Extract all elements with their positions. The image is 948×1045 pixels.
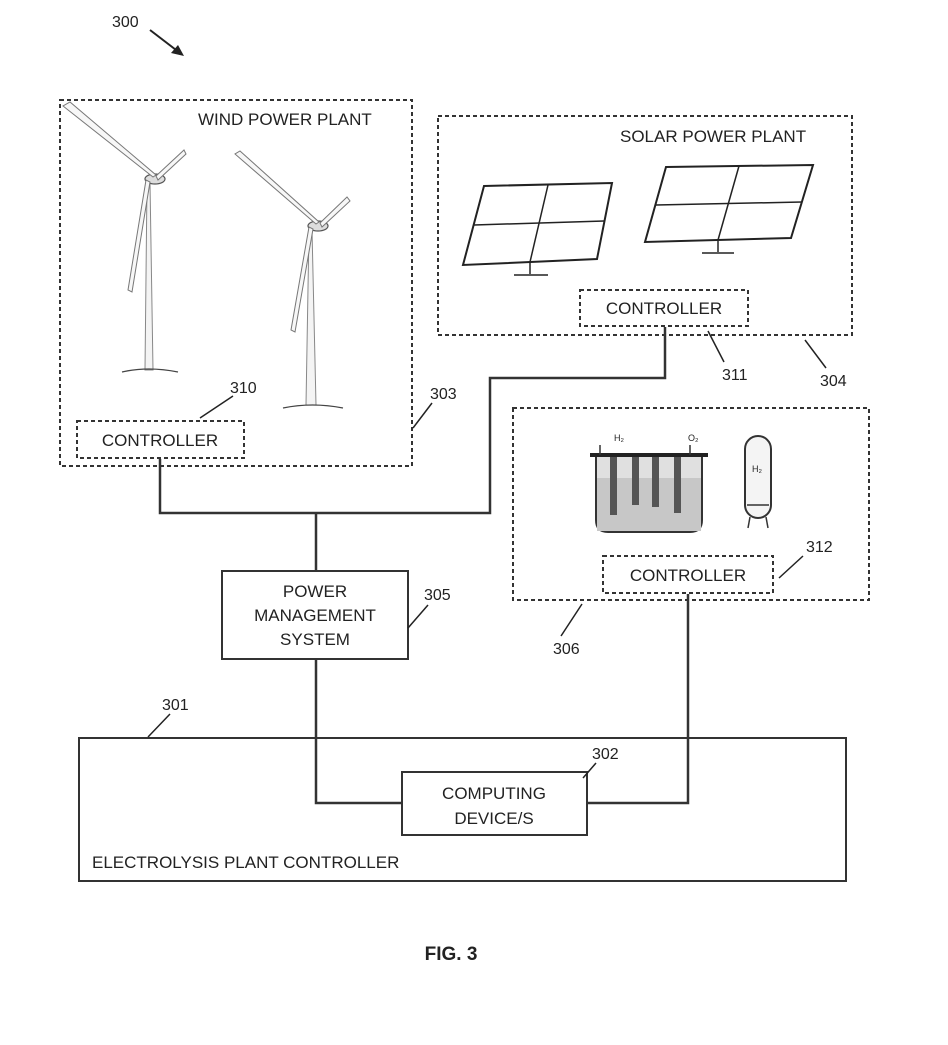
electrolysis-cell-icon: H₂ O₂	[590, 433, 708, 532]
pms-ref: 305	[424, 587, 451, 604]
solar-panel-1	[463, 183, 612, 275]
pms-leader	[408, 605, 428, 628]
electrolyzer-controller-leader	[779, 556, 803, 578]
tank-label: H₂	[752, 464, 762, 474]
plant-controller-label: ELECTROLYSIS PLANT CONTROLLER	[92, 853, 399, 872]
solar-plant-leader	[805, 340, 826, 368]
figure-ref-arrow	[150, 30, 184, 56]
wind-controller-label: CONTROLLER	[102, 431, 218, 450]
wind-turbine-1	[63, 102, 186, 372]
solar-plant-title: SOLAR POWER PLANT	[620, 127, 806, 146]
electrolyzer-controller-label: CONTROLLER	[630, 566, 746, 585]
figure-caption: FIG. 3	[425, 944, 478, 965]
gas-o2-label: O₂	[688, 433, 699, 443]
computing-ref: 302	[592, 746, 619, 763]
solar-panel-2	[645, 165, 813, 253]
pms-label-line-3: SYSTEM	[280, 630, 350, 649]
solar-controller-label: CONTROLLER	[606, 299, 722, 318]
electrolyzer-leader	[561, 604, 582, 636]
wind-plant-title: WIND POWER PLANT	[198, 110, 372, 129]
plant-controller-ref: 301	[162, 697, 189, 714]
wind-plant-ref: 303	[430, 386, 457, 403]
pms-label-line-1: POWER	[283, 582, 347, 601]
computing-label-line-1: COMPUTING	[442, 784, 546, 803]
wind-controller-leader	[200, 396, 233, 418]
wire-electrolyzer-to-computing	[587, 594, 688, 803]
wind-controller-ref: 310	[230, 380, 257, 397]
gas-h2-label: H₂	[614, 433, 624, 443]
computing-leader	[583, 763, 596, 778]
pms-label-line-2: MANAGEMENT	[254, 606, 376, 625]
figure-ref-300: 300	[112, 14, 139, 31]
solar-controller-ref: 311	[722, 367, 748, 384]
solar-plant-ref: 304	[820, 373, 847, 390]
electrolyzer-controller-ref: 312	[806, 539, 833, 556]
wire-pms-to-computing	[316, 659, 402, 803]
wind-turbine-2	[235, 151, 350, 408]
hydrogen-tank-icon: H₂	[745, 436, 771, 528]
plant-controller-leader	[148, 714, 170, 737]
computing-label-line-2: DEVICE/S	[454, 809, 533, 828]
electrolyzer-ref: 306	[553, 641, 580, 658]
wind-plant-leader	[413, 403, 432, 428]
